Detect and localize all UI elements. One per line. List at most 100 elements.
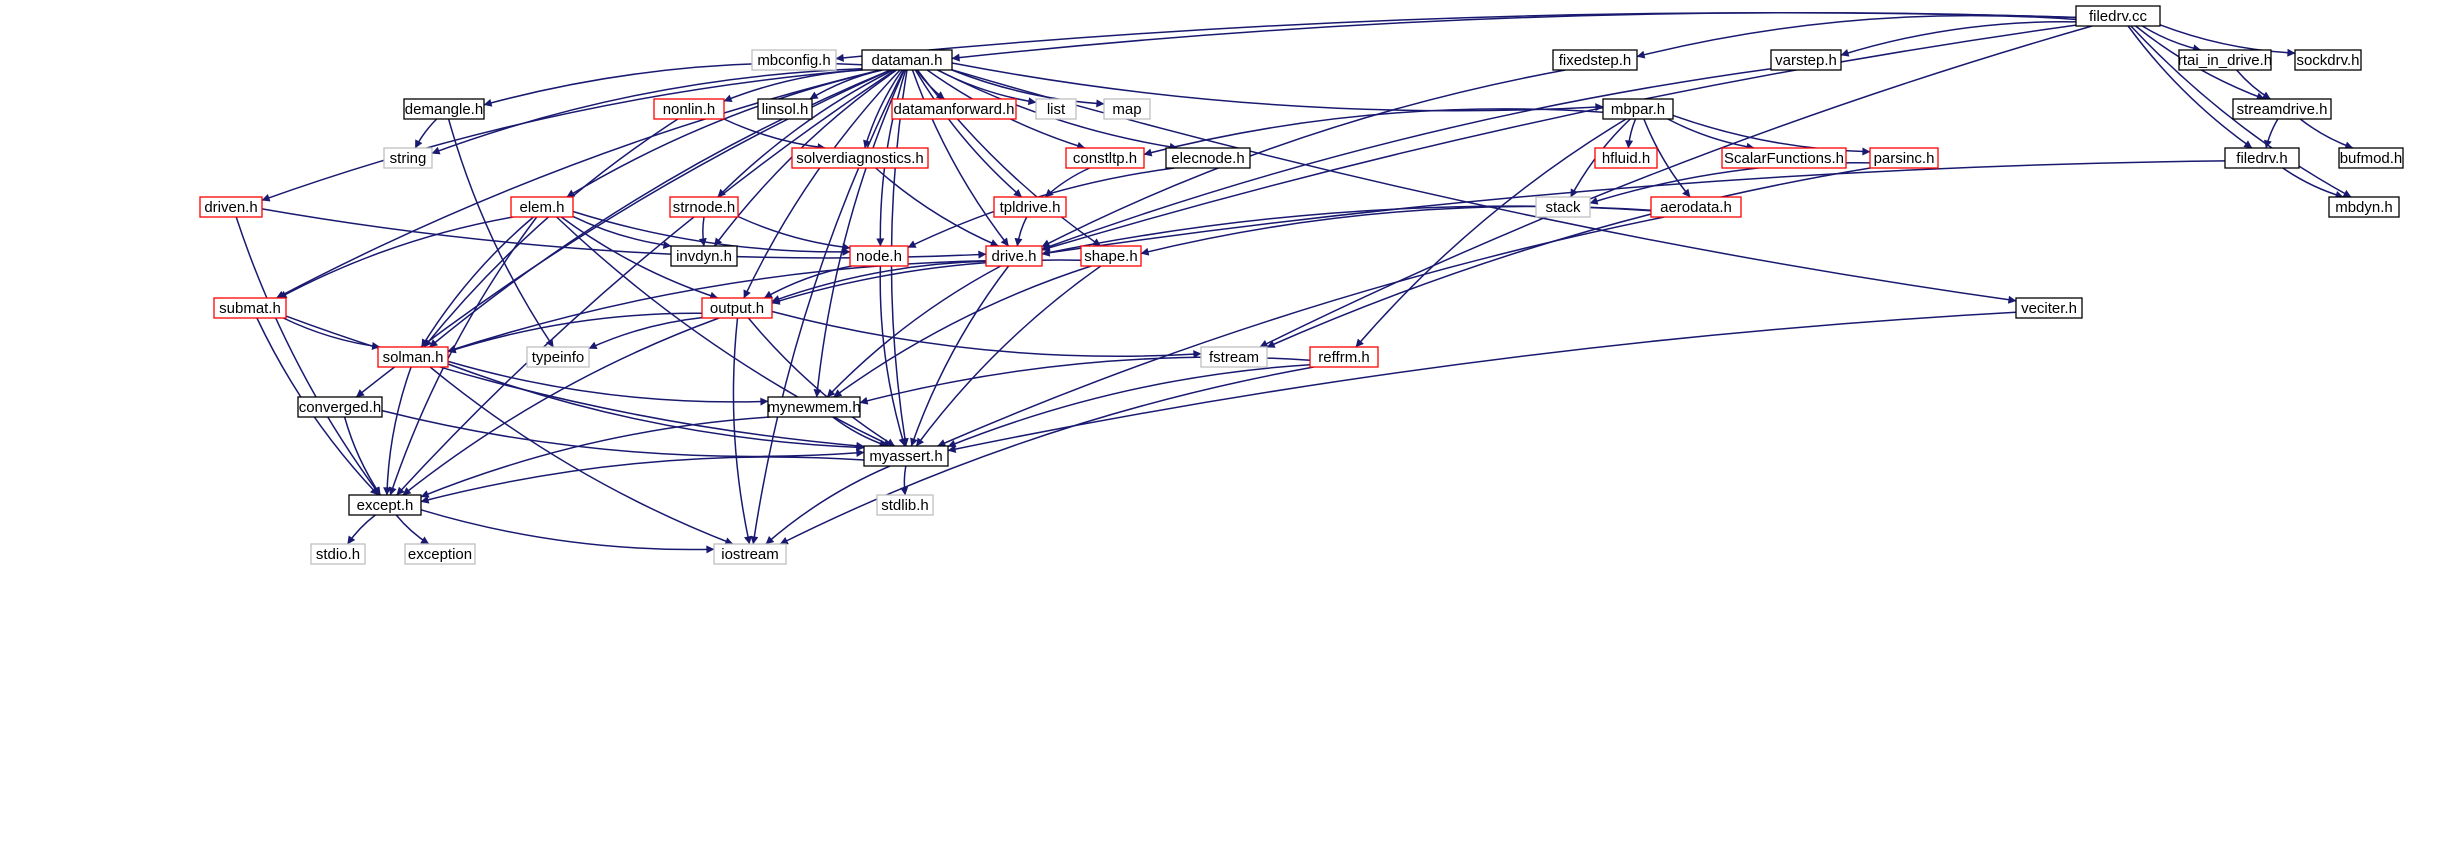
node-box-scalarfn[interactable]	[1721, 147, 1847, 169]
node-box-sockdrv[interactable]	[2294, 49, 2362, 71]
node-box-invdyn[interactable]	[670, 245, 738, 267]
node-parsinc[interactable]: parsinc.h	[1869, 147, 1939, 169]
node-except[interactable]: except.h	[348, 494, 422, 516]
node-stack[interactable]: stack	[1535, 196, 1591, 218]
node-box-output[interactable]	[701, 297, 773, 319]
node-box-map[interactable]	[1103, 98, 1151, 120]
node-box-except[interactable]	[348, 494, 422, 516]
node-sockdrv[interactable]: sockdrv.h	[2294, 49, 2362, 71]
node-exception[interactable]: exception	[404, 543, 476, 565]
node-fixedstep[interactable]: fixedstep.h	[1552, 49, 1638, 71]
node-stdlib[interactable]: stdlib.h	[876, 494, 934, 516]
node-converged[interactable]: converged.h	[297, 396, 383, 418]
node-box-fixedstep[interactable]	[1552, 49, 1638, 71]
node-drive[interactable]: drive.h	[985, 245, 1043, 267]
node-box-elem[interactable]	[510, 196, 574, 218]
node-box-mbdyn[interactable]	[2328, 196, 2400, 218]
node-hfluid[interactable]: hfluid.h	[1594, 147, 1658, 169]
node-bufmod[interactable]: bufmod.h	[2338, 147, 2404, 169]
node-elecnode[interactable]: elecnode.h	[1165, 147, 1251, 169]
node-output[interactable]: output.h	[701, 297, 773, 319]
node-box-typeinfo[interactable]	[526, 346, 590, 368]
node-box-elecnode[interactable]	[1165, 147, 1251, 169]
node-box-list[interactable]	[1035, 98, 1077, 120]
node-box-solverdiag[interactable]	[791, 147, 929, 169]
node-box-mynewmem[interactable]	[767, 396, 861, 418]
node-myassert[interactable]: myassert.h	[863, 445, 949, 467]
node-submat[interactable]: submat.h	[213, 297, 287, 319]
node-box-node[interactable]	[849, 245, 909, 267]
node-filedrv_h[interactable]: filedrv.h	[2224, 147, 2300, 169]
node-box-mbconfig[interactable]	[751, 49, 837, 71]
node-box-filedrv_cc[interactable]	[2075, 5, 2161, 27]
node-datamanfwd[interactable]: datamanforward.h	[891, 98, 1017, 120]
node-stdio[interactable]: stdio.h	[310, 543, 366, 565]
node-box-datamanfwd[interactable]	[891, 98, 1017, 120]
node-elem[interactable]: elem.h	[510, 196, 574, 218]
node-string[interactable]: string	[383, 147, 433, 169]
node-aerodata[interactable]: aerodata.h	[1650, 196, 1742, 218]
node-box-filedrv_h[interactable]	[2224, 147, 2300, 169]
node-box-stdio[interactable]	[310, 543, 366, 565]
node-typeinfo[interactable]: typeinfo	[526, 346, 590, 368]
node-mynewmem[interactable]: mynewmem.h	[767, 396, 861, 418]
node-box-exception[interactable]	[404, 543, 476, 565]
node-box-veciter[interactable]	[2015, 297, 2083, 319]
node-box-bufmod[interactable]	[2338, 147, 2404, 169]
node-demangle[interactable]: demangle.h	[403, 98, 485, 120]
node-box-fstream[interactable]	[1200, 346, 1268, 368]
node-iostream[interactable]: iostream	[713, 543, 787, 565]
node-fstream[interactable]: fstream	[1200, 346, 1268, 368]
node-rtai[interactable]: rtai_in_drive.h	[2178, 49, 2272, 71]
node-box-aerodata[interactable]	[1650, 196, 1742, 218]
node-box-streamdrive[interactable]	[2232, 98, 2332, 120]
node-box-stack[interactable]	[1535, 196, 1591, 218]
node-map[interactable]: map	[1103, 98, 1151, 120]
node-box-dataman[interactable]	[861, 49, 953, 71]
node-box-hfluid[interactable]	[1594, 147, 1658, 169]
node-strnode[interactable]: strnode.h	[669, 196, 739, 218]
node-mbdyn[interactable]: mbdyn.h	[2328, 196, 2400, 218]
node-box-rtai[interactable]	[2178, 49, 2272, 71]
node-mbpar[interactable]: mbpar.h	[1602, 98, 1674, 120]
node-box-reffrm[interactable]	[1309, 346, 1379, 368]
node-box-driven[interactable]	[199, 196, 263, 218]
node-invdyn[interactable]: invdyn.h	[670, 245, 738, 267]
node-node[interactable]: node.h	[849, 245, 909, 267]
node-box-demangle[interactable]	[403, 98, 485, 120]
node-driven[interactable]: driven.h	[199, 196, 263, 218]
node-box-constltp[interactable]	[1065, 147, 1145, 169]
node-dataman[interactable]: dataman.h	[861, 49, 953, 71]
node-tpldrive[interactable]: tpldrive.h	[993, 196, 1067, 218]
node-varstep[interactable]: varstep.h	[1770, 49, 1842, 71]
node-box-iostream[interactable]	[713, 543, 787, 565]
node-box-mbpar[interactable]	[1602, 98, 1674, 120]
node-box-tpldrive[interactable]	[993, 196, 1067, 218]
node-box-stdlib[interactable]	[876, 494, 934, 516]
node-shape[interactable]: shape.h	[1080, 245, 1142, 267]
node-box-strnode[interactable]	[669, 196, 739, 218]
node-linsol[interactable]: linsol.h	[757, 98, 813, 120]
node-solman[interactable]: solman.h	[377, 346, 449, 368]
node-box-solman[interactable]	[377, 346, 449, 368]
node-box-parsinc[interactable]	[1869, 147, 1939, 169]
node-filedrv_cc[interactable]: filedrv.cc	[2075, 5, 2161, 27]
node-box-string[interactable]	[383, 147, 433, 169]
node-list[interactable]: list	[1035, 98, 1077, 120]
node-box-myassert[interactable]	[863, 445, 949, 467]
node-mbconfig[interactable]: mbconfig.h	[751, 49, 837, 71]
node-constltp[interactable]: constltp.h	[1065, 147, 1145, 169]
node-streamdrive[interactable]: streamdrive.h	[2232, 98, 2332, 120]
node-box-converged[interactable]	[297, 396, 383, 418]
node-scalarfn[interactable]: ScalarFunctions.h	[1721, 147, 1847, 169]
node-box-linsol[interactable]	[757, 98, 813, 120]
node-box-shape[interactable]	[1080, 245, 1142, 267]
node-box-nonlin[interactable]	[653, 98, 725, 120]
node-veciter[interactable]: veciter.h	[2015, 297, 2083, 319]
node-box-drive[interactable]	[985, 245, 1043, 267]
node-box-varstep[interactable]	[1770, 49, 1842, 71]
node-reffrm[interactable]: reffrm.h	[1309, 346, 1379, 368]
node-nonlin[interactable]: nonlin.h	[653, 98, 725, 120]
node-box-submat[interactable]	[213, 297, 287, 319]
node-solverdiag[interactable]: solverdiagnostics.h	[791, 147, 929, 169]
